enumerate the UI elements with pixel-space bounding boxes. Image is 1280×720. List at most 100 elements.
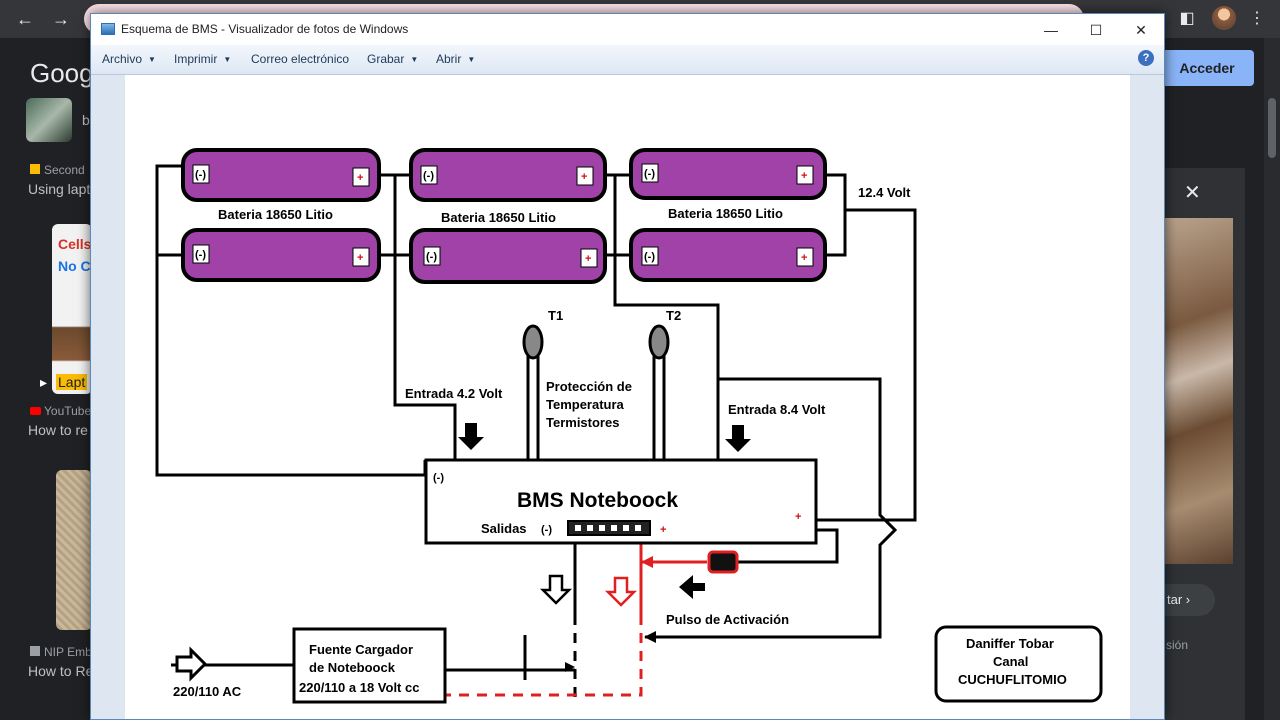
ac-label: 220/110 AC: [173, 684, 242, 699]
arrowhead: [644, 631, 656, 643]
pulso-label: Pulso de Activación: [666, 612, 789, 627]
play-icon[interactable]: ▸: [40, 374, 48, 390]
battery-cell: [629, 148, 827, 200]
fuente-label-3: 220/110 a 18 Volt cc: [299, 680, 419, 695]
red-arrowhead: [641, 556, 653, 568]
chevron-down-icon: ▼: [223, 55, 232, 64]
sidepanel-icon[interactable]: ◧: [1179, 10, 1195, 27]
preview-image[interactable]: [1165, 218, 1233, 564]
page-scrollbar[interactable]: [1264, 38, 1280, 720]
arrow-right-outline-icon: [175, 646, 208, 682]
battery-cell: [629, 228, 827, 282]
minimize-button[interactable]: —: [1044, 22, 1058, 38]
neg-terminal-label: (-): [426, 251, 437, 263]
maximize-button[interactable]: ☐: [1089, 22, 1103, 38]
salidas-label: Salidas: [481, 521, 527, 536]
credits-box: [934, 625, 1103, 703]
forward-arrow-icon[interactable]: →: [52, 9, 70, 29]
wire: [825, 173, 847, 257]
google-logo[interactable]: Goog: [30, 58, 94, 88]
result2-title[interactable]: How to re: [28, 422, 88, 438]
source-favicon-icon: [30, 164, 40, 174]
temperatura-label: Temperatura: [546, 397, 625, 412]
chevron-down-icon: ▼: [467, 55, 476, 64]
neg-terminal-label: (-): [423, 170, 434, 182]
pos-terminal-label: +: [581, 171, 587, 183]
credit-name: Daniffer Tobar: [966, 636, 1054, 651]
battery-label: Bateria 18650 Litio: [668, 206, 783, 221]
fuente-label-2: de Noteboock: [309, 660, 396, 675]
result2-thumbnail[interactable]: [56, 470, 92, 630]
kebab-menu-icon[interactable]: ⋮: [1249, 10, 1265, 27]
battery-label: Bateria 18650 Litio: [218, 207, 333, 222]
thermistor-t1: [522, 324, 544, 460]
menu-bar: Archivo▼ Imprimir▼ Correo electrónico Gr…: [91, 45, 1164, 75]
bms-title: BMS Noteboock: [517, 489, 678, 512]
close-icon[interactable]: ✕: [1184, 182, 1201, 204]
title-bar[interactable]: Esquema de BMS - Visualizador de fotos d…: [91, 14, 1164, 45]
result3-source[interactable]: NIP Emb: [30, 645, 92, 659]
side-letter: b: [82, 112, 90, 128]
bms-diagram-image: .bat { fill: #a042a8; stroke: #000; stro…: [125, 75, 1130, 719]
voltage-12v4-label: 12.4 Volt: [858, 185, 911, 200]
chevron-down-icon: ▼: [148, 55, 156, 64]
arrow-down-icon: [458, 423, 484, 450]
connector-pins: [575, 525, 641, 531]
t1-label: T1: [548, 308, 563, 323]
photo-viewer-window: Esquema de BMS - Visualizador de fotos d…: [90, 13, 1165, 720]
menu-abrir[interactable]: Abrir▼: [436, 52, 476, 66]
salidas-neg-label: (-): [541, 524, 552, 536]
neg-terminal-label: (-): [644, 251, 655, 263]
visitar-button[interactable]: tar ›: [1165, 584, 1215, 616]
battery-cell: [409, 148, 607, 202]
pos-terminal-label: +: [357, 172, 363, 184]
back-arrow-icon[interactable]: ←: [16, 9, 34, 29]
menu-archivo[interactable]: Archivo▼: [102, 52, 156, 66]
wire-12v4: [815, 208, 917, 522]
neg-terminal-label: (-): [644, 168, 655, 180]
image-canvas[interactable]: .bat { fill: #a042a8; stroke: #000; stro…: [91, 75, 1164, 719]
wire-8v4: [613, 175, 720, 460]
result-thumbnail[interactable]: [26, 98, 72, 142]
arrow-left-icon: [679, 575, 705, 599]
menu-grabar[interactable]: Grabar▼: [367, 52, 419, 66]
youtube-icon: [30, 407, 41, 415]
neg-terminal-label: (-): [195, 169, 206, 181]
result2-source[interactable]: YouTube: [30, 404, 91, 418]
thumb-text-cells: Cells: [58, 236, 92, 252]
nip-favicon-icon: [30, 646, 40, 656]
neg-terminal-label: (-): [195, 249, 206, 261]
termistores-label: Termistores: [546, 415, 619, 430]
output-connector: [567, 520, 651, 536]
arrow-down-icon: [725, 425, 751, 452]
battery-cell: [181, 228, 381, 282]
arrow-down-outline-icon: [539, 574, 573, 605]
result1-source[interactable]: Second: [30, 163, 85, 177]
menu-imprimir[interactable]: Imprimir▼: [174, 52, 232, 66]
result1-thumbnail[interactable]: [52, 224, 92, 394]
bms-schematic: .bat { fill: #a042a8; stroke: #000; stro…: [155, 148, 1103, 705]
profile-avatar[interactable]: [1212, 6, 1236, 30]
photo-viewer-icon: [101, 23, 115, 35]
wire-4v2: [393, 175, 457, 460]
battery-cell: [181, 148, 381, 202]
battery-label: Bateria 18650 Litio: [441, 210, 556, 225]
arrow-down-red-icon: [604, 576, 638, 607]
wire-pulso: [645, 377, 898, 639]
pos-terminal-label: +: [801, 252, 807, 264]
bms-pos-label: +: [795, 511, 801, 523]
scroll-thumb[interactable]: [1268, 98, 1276, 158]
result1-title[interactable]: Using lapt: [28, 181, 91, 197]
credit-canal: Canal: [993, 654, 1028, 669]
thumb-caption: Lapt: [56, 374, 88, 390]
battery-cell: [409, 228, 607, 284]
close-button[interactable]: ✕: [1135, 22, 1147, 38]
arrowhead: [565, 662, 575, 672]
menu-correo[interactable]: Correo electrónico: [251, 52, 350, 66]
proteccion-label: Protección de: [546, 379, 632, 394]
pos-terminal-label: +: [585, 253, 591, 265]
result3-title[interactable]: How to Re: [28, 663, 94, 679]
thumb-text-noc: No C: [58, 258, 91, 274]
acceder-button[interactable]: Acceder: [1160, 50, 1254, 86]
help-icon[interactable]: ?: [1138, 50, 1154, 66]
